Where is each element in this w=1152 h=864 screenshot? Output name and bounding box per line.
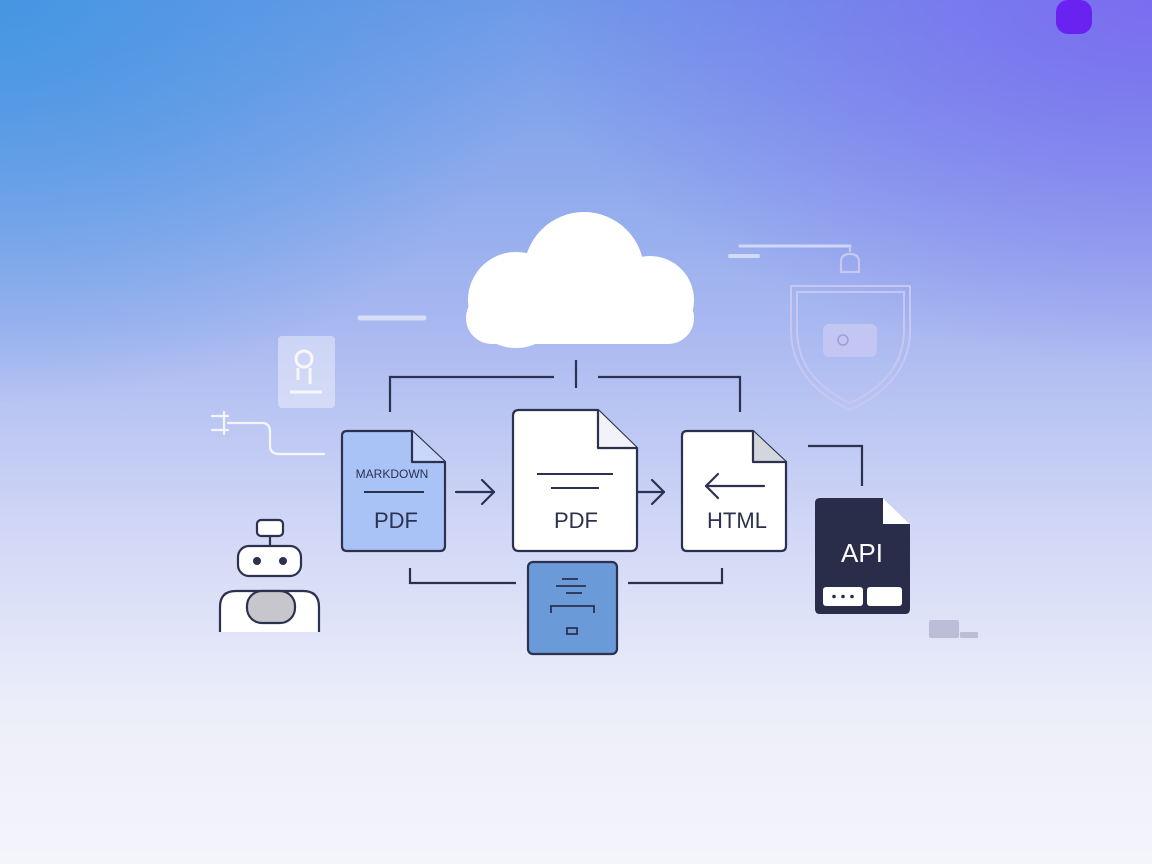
badge-card-icon (278, 336, 335, 408)
converter-box-icon (526, 560, 619, 656)
arrow-left-icon (704, 472, 766, 500)
arrow-right-icon (454, 478, 496, 506)
html-document: HTML (680, 429, 788, 553)
api-document: API (815, 498, 910, 614)
decor-lines (357, 244, 852, 321)
robot-icon (218, 518, 321, 632)
markdown-document: MARKDOWN PDF (340, 429, 447, 553)
lock-icon (839, 246, 861, 274)
markdown-doc-label: PDF (374, 508, 418, 533)
connectors (388, 360, 864, 585)
purple-blob (1056, 0, 1092, 34)
plug-icon (210, 410, 326, 456)
document-icon (815, 498, 910, 614)
pdf-doc-label: PDF (554, 508, 598, 533)
markdown-doc-top-label: MARKDOWN (356, 467, 429, 481)
arrow-right-icon (636, 478, 666, 506)
cloud-icon (466, 212, 694, 348)
api-doc-label: API (841, 538, 883, 568)
small-chip-icon (929, 620, 978, 638)
shield-icon (790, 285, 911, 412)
html-doc-label: HTML (707, 508, 767, 533)
chip-icon (823, 324, 877, 357)
pdf-document: PDF (511, 408, 639, 553)
